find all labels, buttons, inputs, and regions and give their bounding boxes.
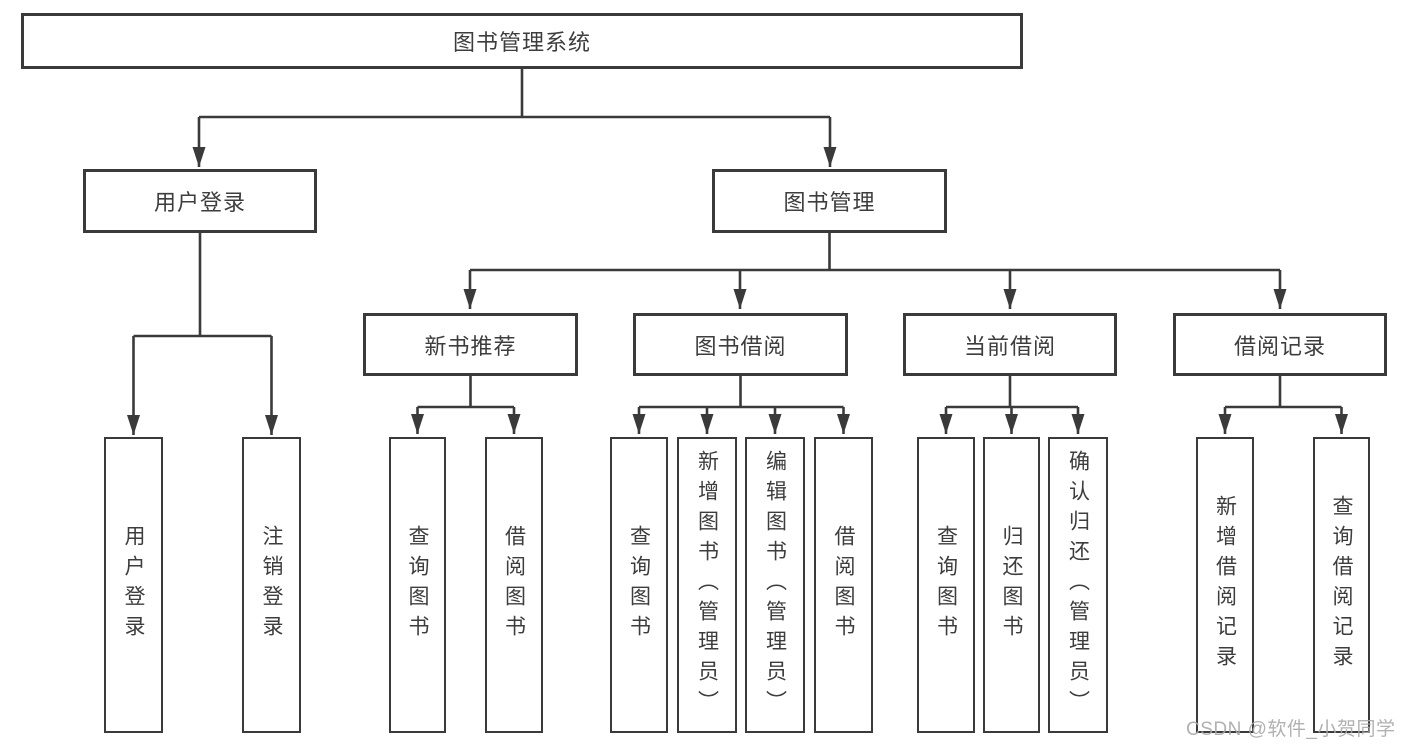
node-book-borrowing-label: 图书借阅 [694, 333, 787, 359]
node-borrowing-records: 借阅记录 [1173, 313, 1387, 376]
node-leaf-borrow-books-label: 借阅图书 [832, 525, 855, 645]
connector-new-book-trunk [417, 375, 514, 409]
node-leaf-borrow-books-recommend-label: 借阅图书 [502, 525, 526, 645]
node-leaf-borrow-books: 借阅图书 [814, 437, 873, 733]
node-current-borrowing: 当前借阅 [903, 313, 1117, 376]
node-new-book-recommendation: 新书推荐 [363, 313, 578, 376]
node-leaf-query-books-borrow-label: 查询图书 [627, 525, 651, 645]
node-leaf-edit-books-admin-label: 编辑图书（管理员） [763, 450, 787, 720]
node-user-login-label: 用户登录 [153, 190, 246, 215]
node-leaf-return-books: 归还图书 [983, 437, 1040, 733]
node-leaf-confirm-return-admin-label: 确认归还（管理员） [1066, 450, 1090, 720]
node-leaf-query-books-current-label: 查询图书 [934, 525, 958, 645]
node-leaf-add-borrow-record: 新增借阅记录 [1196, 437, 1254, 733]
node-leaf-logout-label: 注销登录 [260, 525, 283, 645]
node-leaf-query-borrow-record-label: 查询借阅记录 [1330, 495, 1353, 675]
node-book-management-label: 图书管理 [783, 190, 876, 215]
connector-borrow-records-trunk [1225, 375, 1342, 409]
node-leaf-borrow-books-recommend: 借阅图书 [485, 437, 543, 733]
node-book-borrowing: 图书借阅 [633, 313, 848, 376]
node-leaf-user-login: 用户登录 [104, 437, 163, 733]
node-leaf-query-books-current: 查询图书 [917, 437, 975, 733]
node-borrowing-records-label: 借阅记录 [1233, 333, 1326, 359]
node-leaf-query-borrow-record: 查询借阅记录 [1313, 437, 1370, 733]
node-new-book-recommendation-label: 新书推荐 [424, 333, 517, 359]
connector-current-borrow-trunk [946, 375, 1078, 409]
connector-book-management-trunk [470, 232, 1280, 272]
watermark: CSDN @软件_小贺同学 [1186, 719, 1396, 740]
node-leaf-query-books-recommend: 查询图书 [389, 437, 446, 733]
node-leaf-add-books-admin-label: 新增图书（管理员） [695, 450, 719, 720]
node-leaf-edit-books-admin: 编辑图书（管理员） [745, 437, 805, 733]
node-leaf-confirm-return-admin: 确认归还（管理员） [1048, 437, 1108, 733]
node-leaf-return-books-label: 归还图书 [1000, 525, 1023, 645]
node-current-borrowing-label: 当前借阅 [963, 333, 1056, 359]
node-leaf-add-books-admin: 新增图书（管理员） [677, 437, 737, 733]
node-user-login: 用户登录 [83, 169, 317, 233]
node-leaf-user-login-label: 用户登录 [122, 525, 145, 645]
node-book-management: 图书管理 [712, 169, 947, 233]
node-library-system: 图书管理系统 [21, 13, 1023, 69]
connector-user-login-trunk [133, 232, 272, 338]
node-leaf-add-borrow-record-label: 新增借阅记录 [1213, 495, 1237, 675]
node-leaf-query-books-borrow: 查询图书 [610, 437, 668, 733]
node-leaf-query-books-recommend-label: 查询图书 [406, 525, 429, 645]
connector-root-trunk [199, 68, 830, 119]
node-leaf-logout: 注销登录 [242, 437, 301, 733]
node-library-system-label: 图书管理系统 [452, 30, 591, 55]
connector-book-borrow-trunk [639, 375, 844, 409]
